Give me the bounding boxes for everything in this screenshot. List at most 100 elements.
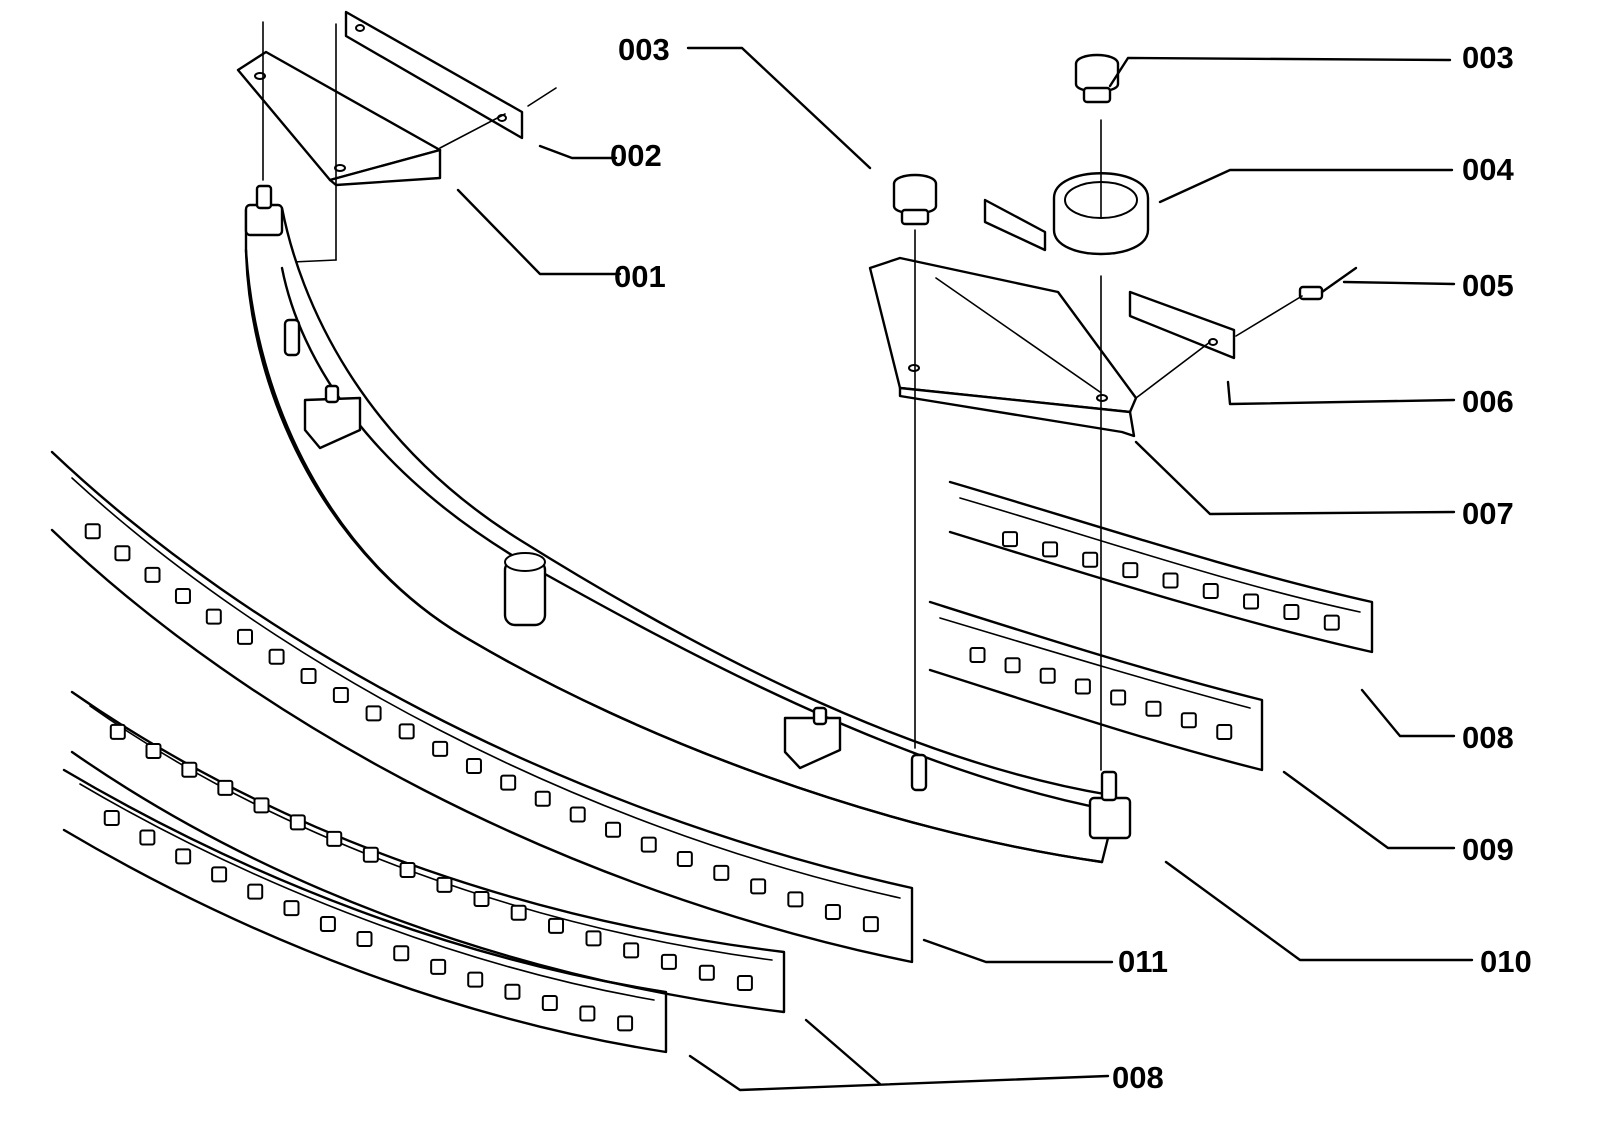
perforation-hole [1004,657,1021,674]
perforation-hole [548,917,565,934]
perforation-hole [541,995,558,1011]
perforation-hole [181,761,198,778]
perforation-hole [750,878,767,895]
perforation-hole [103,810,120,827]
callout-001: 001 [614,259,666,294]
perforated-strip-part-008-right [948,480,1374,654]
leader-lines [456,46,1474,1092]
perforation-hole [289,814,306,831]
callout-009: 009 [1462,832,1514,867]
perforation-hole [365,705,382,722]
perforation-hole [1180,712,1197,729]
perforation-hole [144,566,161,583]
perforation-hole [319,915,336,932]
perforation-hole [736,975,753,992]
perforation-hole [713,864,730,881]
perforation-hole [432,740,449,757]
cap-part-003-right [1074,53,1120,104]
perforation-hole [504,983,521,1000]
perforation-hole [1323,614,1340,631]
perforation-hole [1145,700,1162,717]
perforation-hole [356,931,373,947]
callout-008-bottom: 008 [1112,1060,1164,1095]
perforation-hole [393,945,410,962]
perforation-hole [1122,562,1139,579]
callout-007: 007 [1462,496,1514,531]
perforation-hole [211,866,228,883]
callout-005: 005 [1462,268,1514,303]
perforation-hole [326,830,343,847]
cap-part-003-left [892,173,938,226]
perforation-hole [139,829,156,846]
perforation-hole [660,953,677,970]
perforation-hole [617,1015,634,1032]
callout-004: 004 [1462,152,1514,187]
perforation-hole [1082,551,1099,568]
perforation-hole [500,774,517,791]
perforation-hole [1202,582,1219,599]
perforated-strip-part-008-bottom [62,768,668,1054]
perforation-hole [237,628,254,645]
perforation-hole [510,904,527,921]
perforation-hole [300,668,317,685]
plate-part-007 [868,256,1138,438]
perforation-hole [1283,604,1300,621]
perforation-hole [430,958,447,975]
strip-part-006 [1128,290,1236,399]
perforation-hole [247,883,264,900]
curved-rail-part-010 [244,184,1132,864]
perforation-hole [862,916,879,933]
perforation-hole [84,523,101,540]
short-strip [983,198,1047,252]
callout-003-right: 003 [1462,40,1514,75]
perforation-hole [605,821,622,838]
perforation-hole [1162,572,1179,589]
callout-003-left: 003 [618,32,670,67]
assembly-line [1235,295,1303,337]
perforation-hole [205,608,222,625]
perforation-hole [217,779,234,796]
perforation-hole [676,851,693,868]
perforation-hole [579,1005,596,1022]
pin-part-005 [1298,266,1358,301]
callout-010: 010 [1480,944,1532,979]
perforation-hole [1039,667,1056,684]
perforation-hole [399,862,416,879]
perforation-hole [109,723,126,740]
perforated-strip-part-009 [928,600,1264,772]
perforation-hole [332,686,349,703]
perforation-hole [174,587,191,604]
perforation-hole [175,848,192,865]
perforation-hole [283,900,300,917]
callout-008-right: 008 [1462,720,1514,755]
perforated-strip-part-011 [50,450,914,964]
perforation-hole [398,723,415,740]
perforation-hole [1243,593,1260,610]
perforation-hole [969,647,986,664]
perforation-hole [268,648,285,665]
perforation-hole [436,876,453,893]
perforation-hole [585,930,602,947]
perforation-hole [253,797,270,814]
perforation-hole [145,743,162,760]
perforation-hole [1216,724,1233,741]
perforation-hole [698,964,715,981]
perforated-strip-part-008-middle [70,690,786,1014]
callout-006: 006 [1462,384,1514,419]
perforation-hole [534,790,551,807]
perforation-hole [473,891,490,908]
perforation-hole [114,545,131,562]
perforation-hole [787,891,804,908]
left-strip-part-002 [344,10,557,149]
perforation-hole [467,971,484,988]
perforation-hole [1002,531,1019,548]
perforation-hole [465,757,482,774]
callout-002: 002 [610,138,662,173]
perforation-hole [623,942,640,959]
assembly-line [935,277,1101,393]
perforation-hole [1074,678,1091,695]
perforation-hole [824,903,841,920]
perforation-hole [569,806,586,823]
